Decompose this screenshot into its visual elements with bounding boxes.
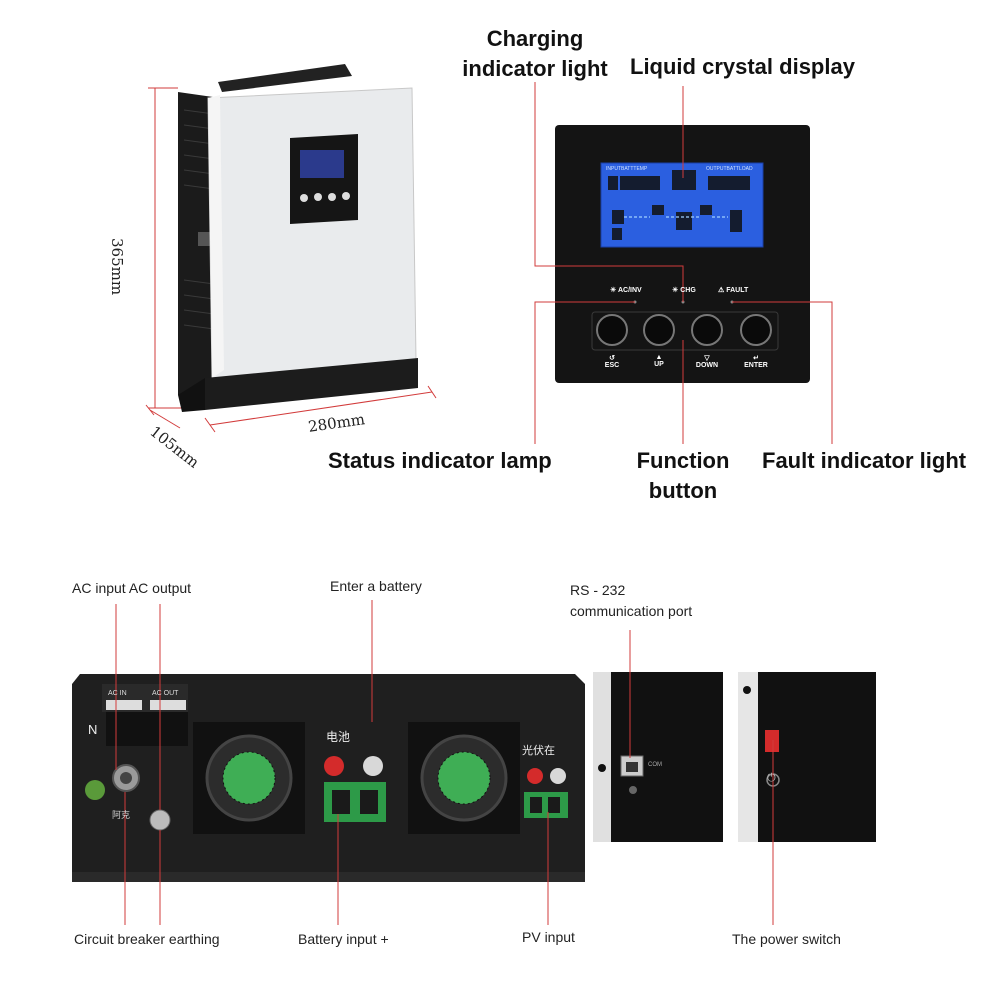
callout-status-lamp: Status indicator lamp <box>328 448 552 473</box>
callout-lcd: Liquid crystal display <box>630 54 855 79</box>
rear-panel <box>72 674 585 882</box>
left-fan <box>193 722 305 834</box>
rear-leader-lines <box>115 600 774 925</box>
rs232-side-view <box>593 672 723 842</box>
callout-function-button: Function button <box>636 448 730 503</box>
btn-up-label: ▲UP <box>654 354 664 368</box>
rear-com-label: COM <box>648 762 662 768</box>
led-fault-label: ⚠ FAULT <box>718 287 749 294</box>
up-arrow-icon: ▲ <box>655 354 663 361</box>
dim-height-label: 365mm <box>108 238 126 296</box>
lcd-output-label: OUTPUTBATTLOAD <box>706 166 753 172</box>
sun-icon: ☀ <box>610 287 617 294</box>
dimension-lines <box>145 87 437 433</box>
btn-esc-label: ↺ESC <box>604 355 620 369</box>
led-chg-label: ☀ CHG <box>672 287 696 294</box>
callout-ac-in-out: AC input AC output <box>72 580 192 596</box>
callout-power-switch: The power switch <box>732 931 841 947</box>
btn-down-label: ▽DOWN <box>695 355 719 369</box>
rear-n-label: N <box>88 722 98 737</box>
led-ac-inv-label: ☀ AC/INV <box>610 287 642 294</box>
callout-charging-indicator: Charging indicator light <box>462 26 608 81</box>
callout-pv-input: PV input <box>522 929 575 945</box>
front-leader-lines <box>534 82 833 444</box>
callout-battery-input: Battery input + <box>298 931 389 947</box>
rear-breaker-cn-label: 阿克 <box>112 811 131 821</box>
power-icon: ⏻ <box>767 772 776 784</box>
inverter-body <box>178 64 418 412</box>
warning-icon: ⚠ <box>718 287 725 294</box>
right-fan <box>408 722 520 834</box>
callout-battery: Enter a battery <box>330 578 422 594</box>
callout-rs232-line2: communication port <box>570 603 693 619</box>
lcd-input-label: INPUTBATTTEMP <box>606 166 648 172</box>
enter-icon: ↵ <box>753 355 759 362</box>
rear-ac-in-label: AC IN <box>108 690 127 697</box>
sun-icon: ☀ <box>672 287 679 294</box>
callout-fault-light: Fault indicator light <box>762 448 967 473</box>
front-panel <box>555 125 810 383</box>
rear-battery-cn-label: 电池 <box>326 730 351 744</box>
undo-icon: ↺ <box>609 355 615 362</box>
down-arrow-icon: ▽ <box>704 355 710 362</box>
function-buttons <box>596 314 772 346</box>
callout-rs232-line1: RS - 232 <box>570 582 626 598</box>
rear-pv-cn-label: 光伏在 <box>522 744 555 757</box>
btn-enter-label: ↵ENTER <box>744 355 768 369</box>
callout-breaker: Circuit breaker earthing <box>74 931 220 947</box>
power-switch-side-view <box>738 672 876 842</box>
rear-ac-out-label: AC OUT <box>152 690 179 697</box>
